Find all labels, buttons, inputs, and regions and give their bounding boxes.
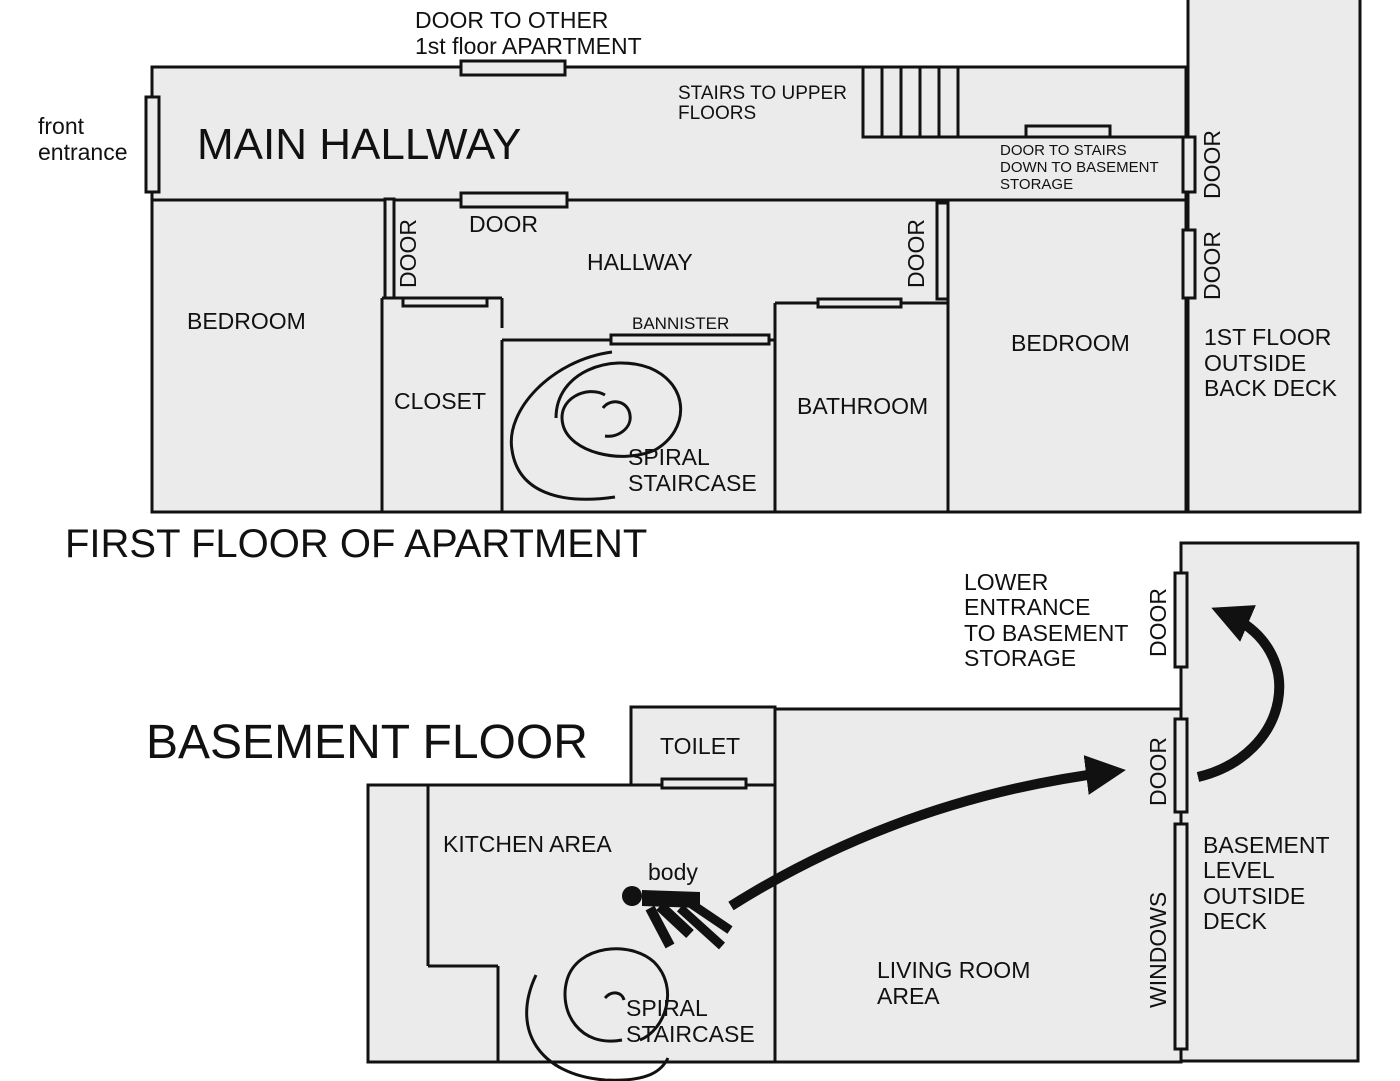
first-floor-plan: DOOR TO OTHER 1st floor APARTMENT front … (38, 0, 1362, 566)
upper-stairs (861, 65, 960, 139)
outside-deck-room (1179, 541, 1360, 1063)
back-deck-label: 1ST FLOOR (1204, 324, 1331, 350)
lower-rooms-band (150, 198, 1188, 514)
bedroom-right-door-label: DOOR (903, 219, 929, 288)
basement-plan: LOWER ENTRANCE TO BASEMENT STORAGE DOOR … (146, 541, 1360, 1081)
back-deck-door-upper-label: DOOR (1199, 130, 1225, 199)
bathroom-door[interactable] (816, 297, 903, 309)
front-entrance-label: entrance (38, 139, 128, 165)
toilet-label: TOILET (660, 733, 740, 759)
lower-entrance-door-label: DOOR (1145, 588, 1171, 657)
bathroom-label: BATHROOM (797, 393, 928, 419)
basement-stairs-door[interactable] (1024, 124, 1112, 139)
closet-door[interactable] (401, 296, 489, 308)
basement-deck-door[interactable] (1173, 717, 1189, 814)
basement-stairs-door-label: DOOR TO STAIRS (1000, 142, 1127, 159)
basement-windows (1173, 822, 1189, 1051)
bedroom-right-label: BEDROOM (1011, 330, 1130, 356)
body-label: body (648, 859, 698, 885)
lower-entrance-label: TO BASEMENT (964, 620, 1128, 646)
back-deck-door-lower-label: DOOR (1199, 231, 1225, 300)
living-room-label: AREA (877, 983, 940, 1009)
lower-entrance-label: LOWER (964, 569, 1048, 595)
front-entrance-label: front (38, 113, 85, 139)
hallway-door-label: DOOR (469, 211, 538, 237)
kitchen-label: KITCHEN AREA (443, 831, 612, 857)
body-icon (622, 886, 733, 950)
basement-stairs-door-label: STORAGE (1000, 176, 1073, 193)
back-deck-label: BACK DECK (1204, 375, 1338, 401)
hallway-door[interactable] (459, 191, 569, 209)
main-hallway-label: MAIN HALLWAY (197, 120, 521, 169)
door-to-other-apartment-label: 1st floor APARTMENT (415, 33, 642, 59)
back-deck-door-upper[interactable] (1181, 135, 1197, 194)
first-floor-title: FIRST FLOOR OF APARTMENT (65, 522, 647, 566)
kitchen-room (366, 783, 777, 1064)
stairs-upper-label: STAIRS TO UPPER (678, 83, 847, 104)
bannister-label: BANNISTER (632, 314, 729, 333)
bedroom-left-door[interactable] (383, 197, 396, 300)
outside-deck-label: OUTSIDE (1203, 883, 1305, 909)
route-arrow-to-door (728, 755, 1126, 911)
spiral-staircase-basement (525, 947, 670, 1081)
route-arrow-to-entrance (1196, 605, 1285, 782)
spiral-staircase-basement-label: SPIRAL (626, 995, 708, 1021)
basement-deck-door-label: DOOR (1145, 737, 1171, 806)
windows-label: WINDOWS (1145, 892, 1171, 1008)
bedroom-left-door-label: DOOR (395, 219, 421, 288)
toilet-door[interactable] (660, 777, 748, 790)
spiral-staircase-first-floor (509, 350, 683, 501)
spiral-staircase-label: STAIRCASE (628, 470, 757, 496)
bedroom-left-label: BEDROOM (187, 308, 306, 334)
back-deck-room (1186, 0, 1362, 514)
door-to-other-apartment-label: DOOR TO OTHER (415, 7, 608, 33)
spiral-staircase-label: SPIRAL (628, 444, 710, 470)
main-hallway-room (150, 65, 1188, 202)
lower-entrance-label: STORAGE (964, 645, 1076, 671)
outside-deck-label: DECK (1203, 908, 1268, 934)
outside-deck-label: LEVEL (1203, 857, 1275, 883)
bannister-bar (609, 333, 771, 346)
living-room-label: LIVING ROOM (877, 957, 1030, 983)
toilet-room (629, 705, 777, 787)
closet-label: CLOSET (394, 388, 486, 414)
outside-deck-label: BASEMENT (1203, 832, 1330, 858)
front-entrance-door[interactable] (144, 95, 161, 194)
living-room (773, 707, 1183, 1064)
lower-entrance-label: ENTRANCE (964, 594, 1091, 620)
door-to-other-apartment[interactable] (459, 59, 567, 77)
basement-title: BASEMENT FLOOR (146, 716, 588, 769)
lower-entrance-door[interactable] (1173, 571, 1189, 669)
hallway-label: HALLWAY (587, 249, 693, 275)
back-deck-door-lower[interactable] (1181, 228, 1197, 300)
bedroom-right-door[interactable] (935, 201, 950, 301)
stairs-upper-label: FLOORS (678, 103, 756, 124)
basement-stairs-door-label: DOWN TO BASEMENT (1000, 159, 1159, 176)
spiral-staircase-basement-label: STAIRCASE (626, 1021, 755, 1047)
back-deck-label: OUTSIDE (1204, 350, 1306, 376)
